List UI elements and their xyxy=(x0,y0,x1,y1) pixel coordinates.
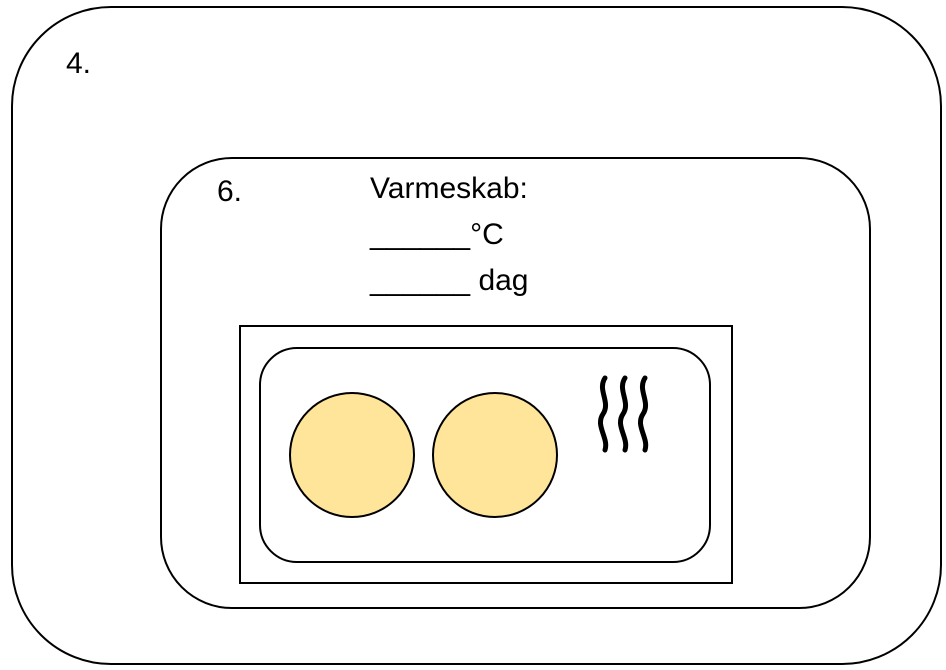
days-blank: ______ dag xyxy=(370,264,529,297)
incubator-title: Varmeskab: xyxy=(370,172,528,205)
temperature-blank: ______°C xyxy=(370,218,504,251)
heat-waves-icon xyxy=(598,375,649,453)
petri-dish xyxy=(432,392,558,518)
inner-step-label: 6. xyxy=(217,175,243,208)
petri-dish xyxy=(289,392,415,518)
outer-step-label: 4. xyxy=(66,47,92,80)
